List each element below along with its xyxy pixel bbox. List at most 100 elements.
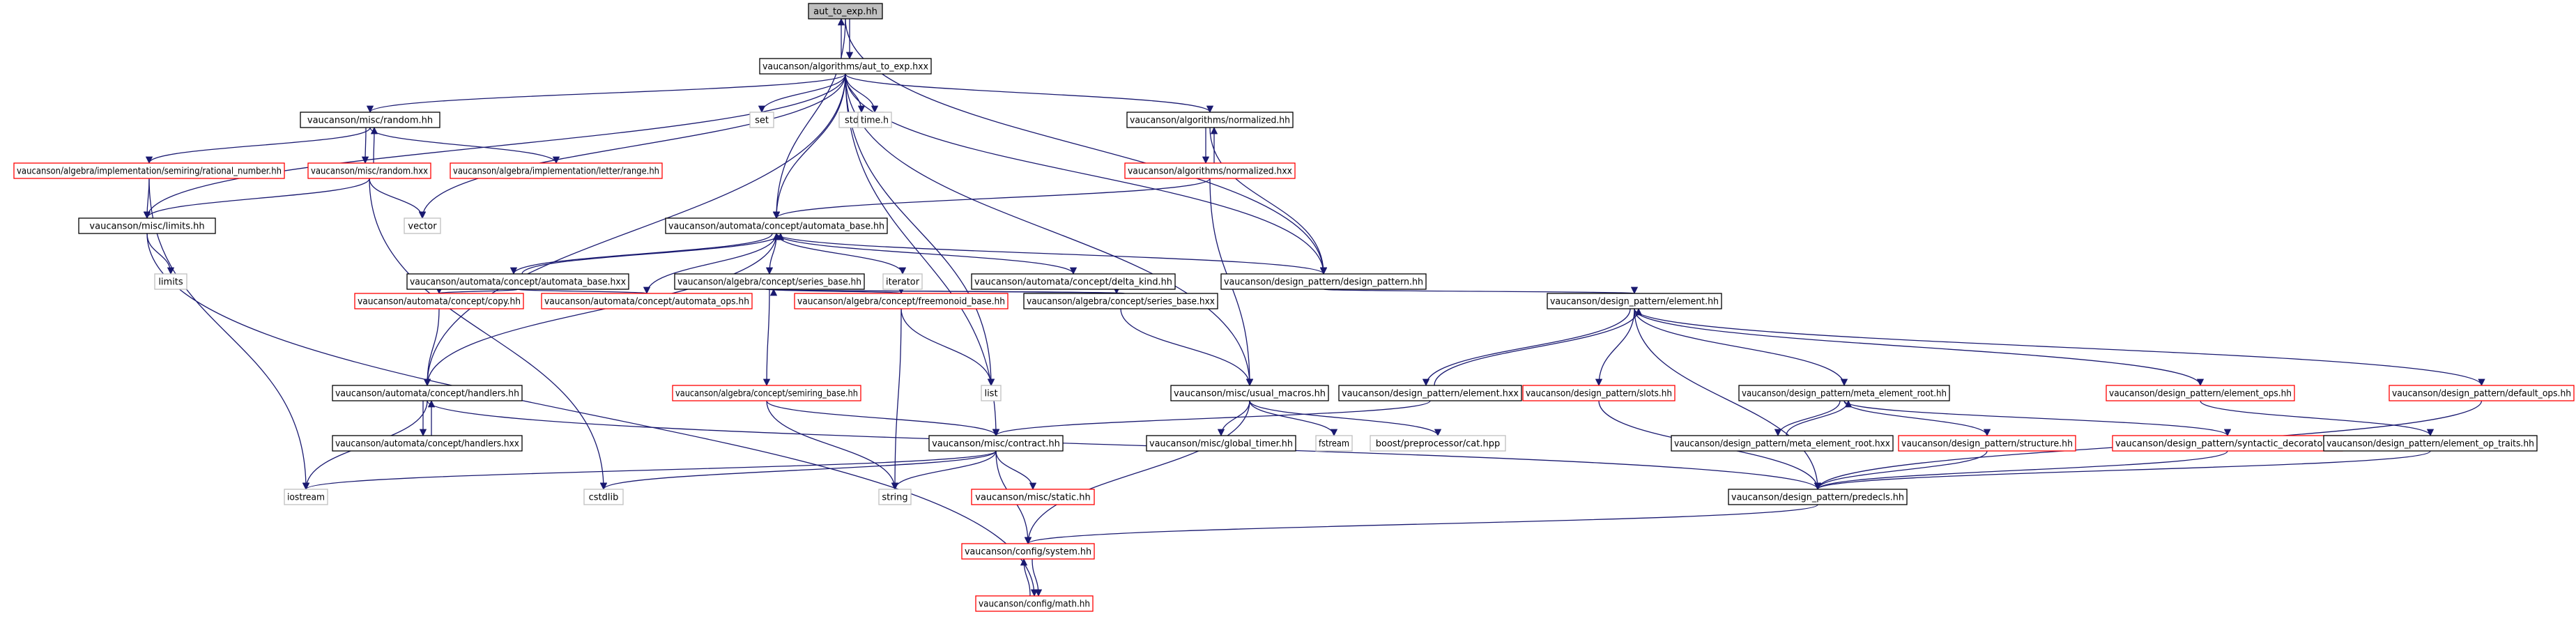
node-static-hh[interactable]: vaucanson/misc/static.hh <box>971 489 1095 505</box>
node-rational[interactable]: vaucanson/algebra/implementation/semirin… <box>13 162 285 179</box>
include-edge-normalized_hxx-to-automata_base_hh <box>773 178 1211 220</box>
node-automata-ops[interactable]: vaucanson/automata/concept/automata_ops.… <box>541 293 753 309</box>
node-element-hxx[interactable]: vaucanson/design_pattern/element.hxx <box>1338 385 1522 401</box>
include-edge-automata_base_hh-to-delta_kind <box>776 233 1078 275</box>
include-edge-root-to-automata_base_hh <box>772 18 846 220</box>
node-box <box>1023 293 1218 309</box>
include-edge-automata_ops-to-automata_base_hh <box>646 232 781 294</box>
node-label: vaucanson/misc/static.hh <box>975 493 1090 503</box>
node-design-pattern-hh[interactable]: vaucanson/design_pattern/design_pattern.… <box>1220 273 1427 290</box>
node-box <box>971 489 1095 505</box>
node-element-hh[interactable]: vaucanson/design_pattern/element.hh <box>1547 293 1722 309</box>
node-label: vaucanson/misc/contract.hh <box>932 439 1060 450</box>
node-contract-hh[interactable]: vaucanson/misc/contract.hh <box>928 435 1064 452</box>
node-root[interactable]: aut_to_exp.hh <box>808 3 883 20</box>
node-letter-range[interactable]: vaucanson/algebra/implementation/letter/… <box>450 162 663 179</box>
include-edge-contract_hh-to-static_hh <box>995 450 1037 491</box>
node-automata-base-hxx[interactable]: vaucanson/automata/concept/automata_base… <box>406 273 629 290</box>
node-label: vaucanson/design_pattern/element.hxx <box>1342 389 1519 399</box>
node-box <box>1315 435 1353 452</box>
node-element-ops[interactable]: vaucanson/design_pattern/element_ops.hh <box>2106 385 2295 401</box>
node-copy-hh[interactable]: vaucanson/automata/concept/copy.hh <box>354 293 524 309</box>
node-label: vector <box>408 222 437 232</box>
node-syntactic-decorator[interactable]: vaucanson/design_pattern/syntactic_decor… <box>2112 435 2343 452</box>
node-label: fstream <box>1319 439 1349 450</box>
node-config-system[interactable]: vaucanson/config/system.hh <box>961 543 1095 560</box>
node-iostream: iostream <box>284 489 328 505</box>
node-label: vaucanson/algorithms/aut_to_exp.hxx <box>762 62 928 72</box>
node-box <box>674 273 865 290</box>
node-freemonoid[interactable]: vaucanson/algebra/concept/freemonoid_bas… <box>794 293 1009 309</box>
node-series-base-hxx[interactable]: vaucanson/algebra/concept/series_base.hx… <box>1023 293 1218 309</box>
node-label: vaucanson/design_pattern/default_ops.hh <box>2392 389 2571 399</box>
node-box <box>1126 112 1294 128</box>
node-automata-base-hh[interactable]: vaucanson/automata/concept/automata_base… <box>665 217 888 234</box>
node-label: vaucanson/design_pattern/design_pattern.… <box>1224 277 1423 288</box>
include-edge-element_ops-to-element_op_traits <box>2200 400 2435 437</box>
node-box <box>332 385 523 401</box>
node-limits-hh[interactable]: vaucanson/misc/limits.hh <box>78 217 216 234</box>
node-structure-hh[interactable]: vaucanson/design_pattern/structure.hh <box>1898 435 2076 452</box>
include-edge-usual_macros-to-global_timer <box>1217 400 1250 437</box>
node-label: vaucanson/automata/concept/delta_kind.hh <box>974 277 1172 288</box>
node-default-ops[interactable]: vaucanson/design_pattern/default_ops.hh <box>2389 385 2575 401</box>
include-edge-element_hxx-to-contract_hh <box>992 400 1431 437</box>
node-label: vaucanson/automata/concept/copy.hh <box>358 297 521 307</box>
node-normalized-hxx[interactable]: vaucanson/algorithms/normalized.hxx <box>1124 162 1296 179</box>
include-edge-automata_base_hxx-to-automata_ops <box>517 286 650 295</box>
node-set: set <box>749 112 774 128</box>
node-semiring-base[interactable]: vaucanson/algebra/concept/semiring_base.… <box>672 385 861 401</box>
node-label: vaucanson/design_pattern/meta_element_ro… <box>1674 439 1890 450</box>
include-edge-element_hh-to-element_ops <box>1634 308 2205 387</box>
node-normalized-hh[interactable]: vaucanson/algorithms/normalized.hh <box>1126 112 1294 128</box>
node-predecls[interactable]: vaucanson/design_pattern/predecls.hh <box>1728 489 1908 505</box>
node-label: boost/preprocessor/cat.hpp <box>1376 439 1500 450</box>
include-edge-predecls-to-config_system <box>1025 504 1818 545</box>
node-handlers-hh[interactable]: vaucanson/automata/concept/handlers.hh <box>332 385 523 401</box>
node-delta-kind[interactable]: vaucanson/automata/concept/delta_kind.hh <box>971 273 1176 290</box>
node-aut-hxx[interactable]: vaucanson/algorithms/aut_to_exp.hxx <box>759 58 932 75</box>
node-random-hxx[interactable]: vaucanson/misc/random.hxx <box>307 162 431 179</box>
node-usual-macros[interactable]: vaucanson/misc/usual_macros.hh <box>1170 385 1329 401</box>
node-vector: vector <box>404 217 441 234</box>
node-box <box>1898 435 2076 452</box>
node-label: vaucanson/automata/concept/automata_ops.… <box>544 297 749 307</box>
node-list: list <box>981 385 1002 401</box>
include-edge-syntactic_decorator-to-predecls <box>1814 450 2228 491</box>
include-edge-aut_hxx-to-normalized_hh <box>845 73 1214 114</box>
include-edge-freemonoid-to-list <box>900 308 995 387</box>
node-box <box>300 112 440 128</box>
node-box <box>332 435 523 452</box>
node-boost-cat: boost/preprocessor/cat.hpp <box>1370 435 1506 452</box>
node-label: vaucanson/algebra/implementation/semirin… <box>17 167 282 177</box>
node-box <box>1738 385 1950 401</box>
include-edge-element_hh-to-meta_root_hh <box>1634 308 1848 387</box>
node-meta-root-hh[interactable]: vaucanson/design_pattern/meta_element_ro… <box>1738 385 1950 401</box>
node-meta-root-hxx[interactable]: vaucanson/design_pattern/meta_element_ro… <box>1671 435 1894 452</box>
include-edge-random_hxx-to-cstdlib <box>369 178 608 491</box>
node-box <box>450 162 663 179</box>
include-edge-rational-to-iostream <box>148 178 310 491</box>
node-box <box>672 385 861 401</box>
node-label: vaucanson/design_pattern/element_ops.hh <box>2109 389 2292 399</box>
node-handlers-hxx[interactable]: vaucanson/automata/concept/handlers.hxx <box>332 435 523 452</box>
include-edge-aut_hxx-to-contract_hh <box>845 73 1000 437</box>
node-series-base-hh[interactable]: vaucanson/algebra/concept/series_base.hh <box>674 273 865 290</box>
node-box <box>665 217 888 234</box>
include-edge-semiring_base-to-contract_hh <box>766 400 1000 437</box>
node-box <box>1170 385 1329 401</box>
node-box <box>78 217 216 234</box>
node-config-math[interactable]: vaucanson/config/math.hh <box>975 595 1094 612</box>
include-edge-series_base_hh-to-semiring_base <box>762 289 771 387</box>
node-random-hh[interactable]: vaucanson/misc/random.hh <box>300 112 440 128</box>
include-edge-freemonoid-to-string <box>891 308 902 491</box>
include-nodes: aut_to_exp.hh vaucanson/algorithms/aut_to… <box>13 3 2575 612</box>
include-edge-random_hh-to-random_hxx <box>361 127 369 164</box>
node-box <box>961 543 1095 560</box>
node-global-timer[interactable]: vaucanson/misc/global_timer.hh <box>1146 435 1296 452</box>
node-box <box>794 293 1009 309</box>
node-slots-hh[interactable]: vaucanson/design_pattern/slots.hh <box>1522 385 1676 401</box>
node-box <box>541 293 753 309</box>
include-edge-automata_base_hh-to-handlers_hh <box>423 233 777 387</box>
node-element-op-traits[interactable]: vaucanson/design_pattern/element_op_trai… <box>2323 435 2538 452</box>
